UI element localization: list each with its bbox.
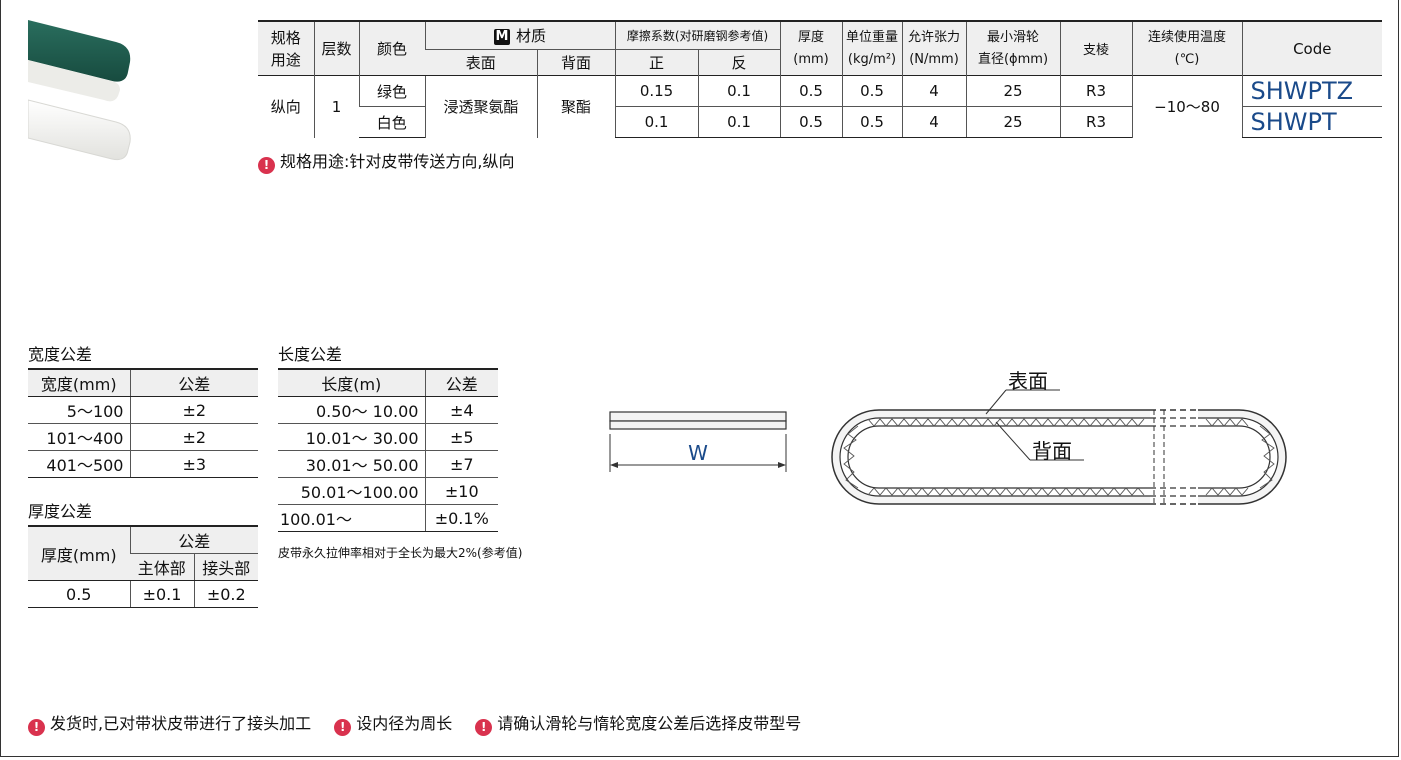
belt-sample-image bbox=[28, 20, 131, 161]
material-m-icon: M bbox=[494, 29, 510, 45]
thickness-header: 厚度(mm) bbox=[28, 525, 130, 581]
header-color: 颜色 bbox=[358, 20, 425, 76]
table-row: 100.01〜±0.1% bbox=[278, 504, 498, 532]
header-front: 正 bbox=[614, 49, 699, 76]
table-row: 101〜400±2 bbox=[28, 423, 258, 451]
main-part-header: 主体部 bbox=[130, 553, 194, 581]
header-thickness: 厚度 (mm) bbox=[779, 20, 843, 76]
back-label: 背面 bbox=[1032, 439, 1072, 463]
table-row: 401〜500±3 bbox=[28, 450, 258, 478]
header-layers: 层数 bbox=[313, 20, 359, 76]
table-row: 30.01〜 50.00±7 bbox=[278, 450, 498, 478]
warning-icon: ! bbox=[475, 719, 493, 736]
pulley-cell: 25 bbox=[965, 106, 1061, 138]
length-header: 长度(m) bbox=[278, 368, 425, 397]
back-material-cell: 聚酯 bbox=[536, 75, 616, 138]
table-row: 0.5 ±0.1 ±0.2 bbox=[28, 580, 259, 608]
tolerance-header: 公差 bbox=[424, 368, 498, 397]
front-friction-cell: 0.1 bbox=[614, 106, 699, 138]
length-tolerance-title: 长度公差 bbox=[278, 345, 343, 364]
weight-cell: 0.5 bbox=[841, 106, 903, 138]
header-surface: 表面 bbox=[425, 49, 537, 76]
header-pulley: 最小滑轮 直径(ϕmm) bbox=[965, 20, 1061, 76]
usage-cell: 纵向 bbox=[258, 75, 314, 138]
tolerance-header: 公差 bbox=[129, 525, 259, 554]
width-tolerance-table: 宽度(mm) 公差 5〜100±2 101〜400±2 401〜500±3 bbox=[28, 368, 258, 478]
table-row: 5〜100±2 bbox=[28, 396, 258, 424]
tolerance-header: 公差 bbox=[129, 368, 258, 397]
reverse-friction-cell: 0.1 bbox=[697, 75, 781, 107]
weight-cell: 0.5 bbox=[841, 75, 903, 107]
code-link-shwpt[interactable]: SHWPT bbox=[1241, 106, 1383, 138]
tension-cell: 4 bbox=[901, 75, 967, 107]
width-header: 宽度(mm) bbox=[28, 368, 130, 397]
warning-icon: ! bbox=[334, 719, 352, 736]
header-tension: 允许张力 (N/mm) bbox=[901, 20, 967, 76]
rib-cell: R3 bbox=[1059, 75, 1133, 107]
table-row: 白色 0.1 0.1 0.5 0.5 4 25 R3 SHWPT bbox=[258, 106, 1383, 138]
note-item: !设内径为周长 bbox=[334, 714, 452, 736]
layers-cell: 1 bbox=[313, 75, 359, 138]
front-friction-cell: 0.15 bbox=[614, 75, 699, 107]
header-temp: 连续使用温度 (℃) bbox=[1131, 20, 1243, 76]
header-friction: 摩擦系数(对研磨钢参考值) bbox=[614, 20, 781, 50]
note-item: !发货时,已对带状皮带进行了接头加工 bbox=[28, 714, 311, 736]
bottom-notes: !发货时,已对带状皮带进行了接头加工 !设内径为周长 !请确认滑轮与惰轮宽度公差… bbox=[28, 710, 819, 736]
warning-icon: ! bbox=[258, 157, 275, 174]
thickness-tolerance-title: 厚度公差 bbox=[28, 502, 93, 521]
usage-note: !规格用途:针对皮带传送方向,纵向 bbox=[258, 148, 514, 174]
table-row: 纵向 1 绿色 浸透聚氨酯 聚酯 0.15 0.1 0.5 0.5 4 25 R… bbox=[258, 75, 1383, 138]
table-row: 0.50〜 10.00±4 bbox=[278, 396, 498, 424]
table-row: 50.01〜100.00±10 bbox=[278, 477, 498, 505]
length-tolerance-table: 长度(m) 公差 0.50〜 10.00±4 10.01〜 30.00±5 30… bbox=[278, 368, 498, 532]
belt-loop-diagram: 表面 背面 bbox=[831, 369, 1287, 506]
surface-label: 表面 bbox=[1008, 369, 1048, 393]
warning-icon: ! bbox=[28, 719, 45, 736]
width-label: W bbox=[688, 441, 708, 465]
code-link-shwptz[interactable]: SHWPTZ bbox=[1241, 75, 1383, 107]
color-cell: 白色 bbox=[359, 106, 425, 138]
reverse-friction-cell: 0.1 bbox=[697, 106, 781, 138]
surface-material-cell: 浸透聚氨酯 bbox=[424, 75, 537, 138]
elongation-note: 皮带永久拉伸率相对于全长为最大2%(参考值) bbox=[278, 546, 523, 560]
temp-cell: −10〜80 bbox=[1131, 75, 1243, 138]
header-rib: 支棱 bbox=[1059, 20, 1133, 76]
header-weight: 单位重量 (kg/m²) bbox=[841, 20, 903, 76]
rib-cell: R3 bbox=[1059, 106, 1133, 138]
note-item: !请确认滑轮与惰轮宽度公差后选择皮带型号 bbox=[475, 714, 801, 736]
table-row: 10.01〜 30.00±5 bbox=[278, 423, 498, 451]
tension-cell: 4 bbox=[901, 106, 967, 138]
thickness-cell: 0.5 bbox=[779, 75, 843, 107]
thickness-tolerance-table: 厚度(mm) 公差 主体部 接头部 0.5 ±0.1 ±0.2 bbox=[28, 525, 259, 608]
thickness-cell: 0.5 bbox=[779, 106, 843, 138]
joint-part-header: 接头部 bbox=[193, 553, 259, 581]
width-tolerance-title: 宽度公差 bbox=[28, 345, 93, 364]
header-back: 背面 bbox=[536, 49, 616, 76]
header-usage: 规格 用途 bbox=[258, 20, 314, 76]
header-code: Code bbox=[1241, 20, 1383, 76]
pulley-cell: 25 bbox=[965, 75, 1061, 107]
header-reverse: 反 bbox=[697, 49, 781, 76]
belt-cross-section-diagram: W bbox=[609, 411, 787, 472]
color-cell: 绿色 bbox=[358, 75, 425, 107]
